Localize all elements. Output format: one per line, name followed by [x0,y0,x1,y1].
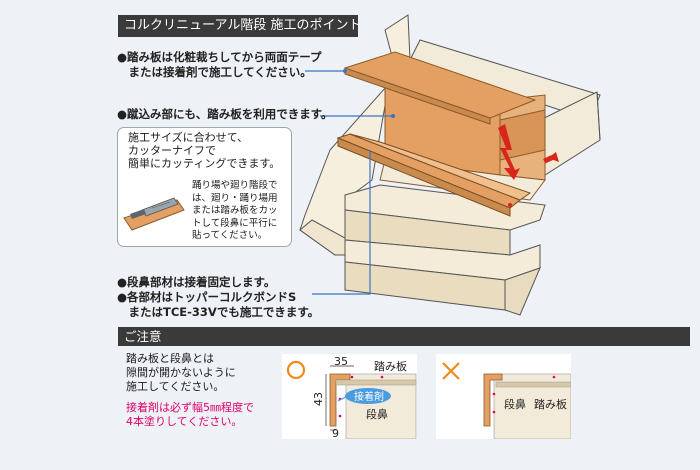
bullet-nosing: ●段鼻部材は接着固定します。 [117,275,276,289]
bullet-riser: ●蹴込み部にも、踏み板を利用できます。 [117,107,333,121]
dim-bottom-label: 9 [332,427,339,439]
red-bolt-arrow [498,124,559,180]
caution-text: 踏み板と段鼻とは 隙間が開かないように 施工してください。 [126,352,236,393]
cutting-note-text: 施工サイズに合わせて、 カッターナイフで 簡単にカッティングできます。 [128,131,281,170]
nosing-label: 段鼻 [366,407,388,421]
bad-example-diagram: 段鼻 踏み板 [442,362,571,439]
ok-circle-icon [286,360,306,380]
caution-header: ご注意 [118,327,690,346]
caution-adhesive-text: 接着剤は必ず幅5㎜程度で 4本塗りしてください。 [126,401,254,428]
good-example-diagram: 35 43 9 踏み板 接着剤 段鼻 [286,355,417,439]
mark-dot [508,203,512,207]
bad-nosing-label: 段鼻 [504,397,526,411]
adhesive-label: 接着剤 [354,390,384,403]
cork-tread-top [343,51,537,125]
dim-top-label: 35 [334,355,348,368]
dim-left-label: 43 [312,392,325,406]
bad-tread-label: 踏み板 [534,397,567,411]
cutter-knife-illustration [123,197,185,231]
page-title: コルクリニューアル階段 施工のポイント [118,15,361,37]
bullet-bond: ●各部材はトッパーコルクボンドS またはTCE-33Vでも施工できます。 [117,290,320,319]
nosing-strip [336,133,532,217]
tread-label: 踏み板 [374,359,407,373]
bullet-tread-tape: ●踏み板は化粧裁ちしてから両面テープ または接着剤で施工してください。 [117,50,322,79]
landing-note-text: 踊り場や廻り階段で は、廻り・踊り場用 または踏み板をカッ トして段鼻に平行に … [192,180,278,241]
leader-dots [343,69,395,118]
lower-treads [344,184,546,316]
leader-lines [305,70,393,295]
ng-cross-icon [442,362,460,380]
cutting-note-box [117,127,292,247]
adhesive-badge [345,388,391,404]
